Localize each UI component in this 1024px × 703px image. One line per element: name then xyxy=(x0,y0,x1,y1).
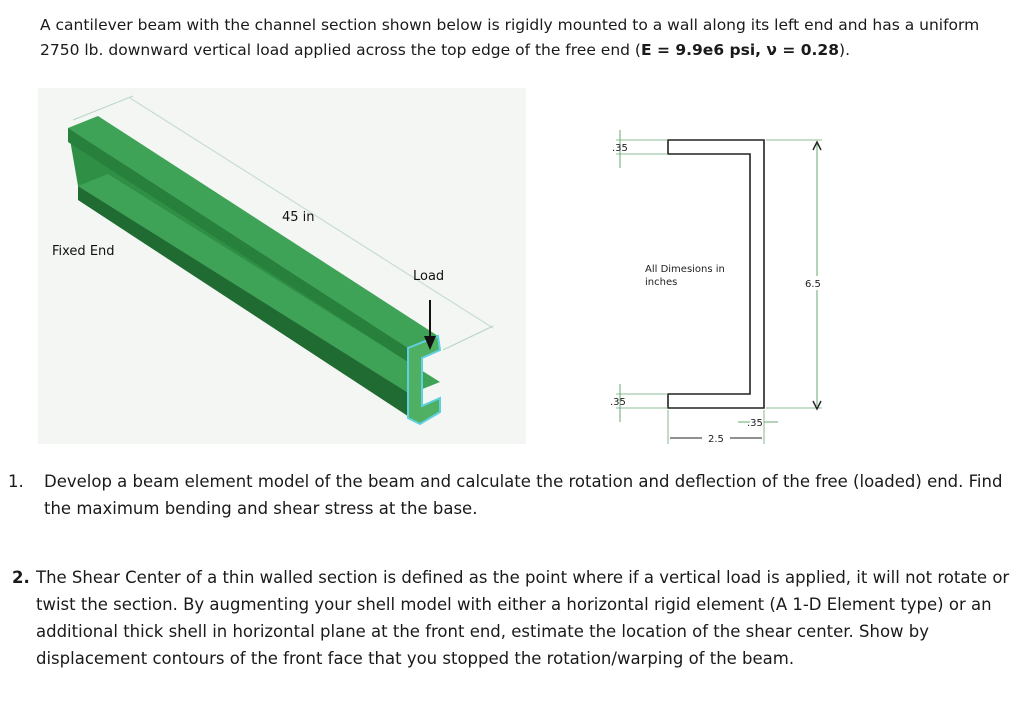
question-1-text: Develop a beam element model of the beam… xyxy=(44,472,1003,518)
dim-ext-line-left xyxy=(72,95,134,121)
bottom-thickness-label: .35 xyxy=(610,397,626,408)
units-note-line2: inches xyxy=(645,277,677,288)
load-label: Load xyxy=(413,269,444,284)
question-2-text: The Shear Center of a thin walled sectio… xyxy=(36,568,1010,668)
beam-bottom-flange-side xyxy=(78,186,420,424)
height-label: 6.5 xyxy=(805,279,821,290)
height-arrow-top xyxy=(812,140,822,151)
material-properties: E = 9.9e6 psi, ν = 0.28 xyxy=(640,41,840,59)
load-arrow-head xyxy=(424,336,436,350)
beam-top-flange xyxy=(68,116,438,348)
units-note-line1: All Dimesions in xyxy=(645,264,725,275)
height-arrow-bottom xyxy=(812,400,822,411)
beam-bottom-flange-top xyxy=(78,174,440,394)
length-label: 45 in xyxy=(282,210,315,225)
web-thickness-label: .35 xyxy=(747,418,763,429)
beam-top-flange-side xyxy=(68,128,408,362)
height-label-bg xyxy=(803,276,829,290)
dim-ext-line-right xyxy=(442,325,494,351)
section-figure: .35 .35 6.5 .35 2.5 All Dimesions in inc… xyxy=(598,122,838,452)
beam-drawing: Fixed End 45 in Load xyxy=(38,88,526,444)
width-label: 2.5 xyxy=(708,434,724,445)
question-1-number: 1. xyxy=(8,472,24,491)
fixed-end-label: Fixed End xyxy=(52,244,115,259)
beam-end-face xyxy=(407,334,442,426)
question-2-number: 2. xyxy=(12,568,30,587)
top-thickness-label: .35 xyxy=(612,143,628,154)
dim-line-length xyxy=(129,97,494,329)
problem-statement: A cantilever beam with the channel secti… xyxy=(40,16,980,59)
beam-figure: Fixed End 45 in Load xyxy=(38,88,526,444)
channel-section-drawing: .35 .35 6.5 .35 2.5 All Dimesions in inc… xyxy=(610,130,829,445)
